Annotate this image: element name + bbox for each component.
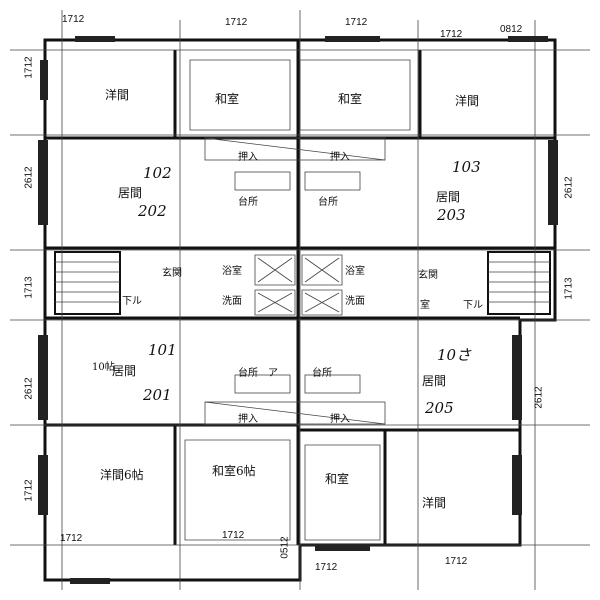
stair-treads-left	[55, 261, 120, 303]
room-washitsu-t1: 和室	[215, 92, 240, 106]
unit-205: 205	[425, 399, 454, 417]
window-r3	[512, 455, 522, 515]
dim-top-4: 1712	[440, 29, 463, 40]
dim-top-5: 0812	[500, 24, 523, 35]
unit-201: 201	[143, 386, 172, 404]
dim-left-4: 2612	[23, 377, 35, 400]
window-r1	[548, 140, 558, 225]
bath-x	[257, 257, 340, 313]
dim-left-2: 2612	[23, 166, 35, 189]
window-bottom-l	[70, 578, 110, 584]
closet-x	[204, 137, 386, 425]
dim-bottom-2: 1712	[222, 530, 245, 541]
tatami-lines-top	[189, 59, 411, 131]
dim-top-1: 1712	[62, 14, 85, 25]
unit-102: 102	[143, 164, 172, 182]
dim-bottom-4: 1712	[315, 562, 338, 573]
room-daidokoro-b1: 台所 ア	[238, 368, 278, 379]
window-r2	[512, 335, 522, 420]
room-youma-tr: 洋間	[455, 94, 480, 108]
window-top	[325, 36, 380, 42]
window-l2	[38, 140, 48, 225]
room-oshiire-t2: 押入	[330, 152, 350, 163]
room-oshiire-b2: 押入	[330, 414, 350, 425]
grid-lines	[10, 10, 590, 590]
unit-202: 202	[138, 202, 167, 220]
room-oshiire-t1: 押入	[238, 152, 258, 163]
unit-101: 101	[148, 341, 177, 359]
stair-treads-right	[488, 261, 550, 303]
tatami-lines-bottom	[184, 439, 381, 541]
room-kyoma-tr: 居間	[436, 190, 461, 204]
dim-left-3: 1713	[23, 276, 35, 299]
room-size-10: 10帖	[92, 362, 115, 373]
room-kyoma-tl: 居間	[118, 186, 143, 200]
bath-cells	[254, 254, 343, 316]
room-kyoma-br: 居間	[422, 374, 447, 388]
kitchen-counter-top-left	[234, 171, 291, 191]
dim-top-3: 1712	[345, 17, 368, 28]
unit-203: 203	[437, 206, 466, 224]
label-shita-l: 下ル	[122, 296, 142, 307]
room-oshiire-b1: 押入	[238, 414, 258, 425]
room-daidokoro-b2: 台所	[312, 368, 332, 379]
room-yokushitsu-2: 浴室	[345, 266, 365, 277]
label-shita-r: 下ル	[463, 300, 483, 311]
dim-right-1: 2612	[563, 176, 575, 199]
kitchen-counter-bottom-right	[304, 374, 361, 394]
window-top-l	[75, 36, 115, 42]
dim-bottom-5: 1712	[445, 556, 468, 567]
stair-right	[487, 251, 551, 315]
wall-bottom-rooms	[45, 423, 520, 545]
window-l4	[38, 455, 48, 515]
dim-right-3: 2612	[533, 386, 545, 409]
closet-top	[204, 137, 386, 161]
room-daidokoro-t2: 台所	[318, 197, 338, 208]
room-senmen-1: 洗面	[222, 296, 242, 307]
kitchen-counter-bottom-left	[234, 374, 291, 394]
room-senmen-2: 洗面	[345, 296, 365, 307]
window-tl	[40, 60, 48, 100]
dim-bottom-3: 0512	[279, 536, 291, 559]
window-l3	[38, 335, 48, 420]
room-washitsu-t2: 和室	[338, 92, 363, 106]
room-yokushitsu-1: 浴室	[222, 266, 242, 277]
room-genkan-r: 玄関	[418, 270, 438, 281]
closet-bottom	[204, 401, 386, 425]
room-washitsu-b2: 和室	[325, 472, 350, 486]
room-shitsu: 室	[420, 300, 430, 311]
room-youma-br: 洋間	[422, 496, 447, 510]
unit-103: 103	[452, 158, 481, 176]
room-youma-tl: 洋間	[105, 88, 130, 102]
room-washitsu-b1: 和室6帖	[212, 464, 256, 478]
stair-left	[54, 251, 121, 315]
window-bottom	[315, 545, 370, 551]
room-kyoma-bl: 居間	[112, 364, 137, 378]
dim-bottom-1: 1712	[60, 533, 83, 544]
dim-left-1: 1712	[23, 56, 35, 79]
kitchen-counter-top-right	[304, 171, 361, 191]
wall-top-rooms	[45, 50, 422, 140]
unit-10sa: 10さ	[437, 346, 472, 364]
room-youma-bl: 洋間6帖	[100, 468, 144, 482]
dim-top-2: 1712	[225, 17, 248, 28]
room-daidokoro-t1: 台所	[238, 197, 258, 208]
window-top-r	[508, 36, 548, 42]
room-genkan-l: 玄関	[162, 268, 182, 279]
dim-left-5: 1712	[23, 479, 35, 502]
dim-right-2: 1713	[563, 277, 575, 300]
